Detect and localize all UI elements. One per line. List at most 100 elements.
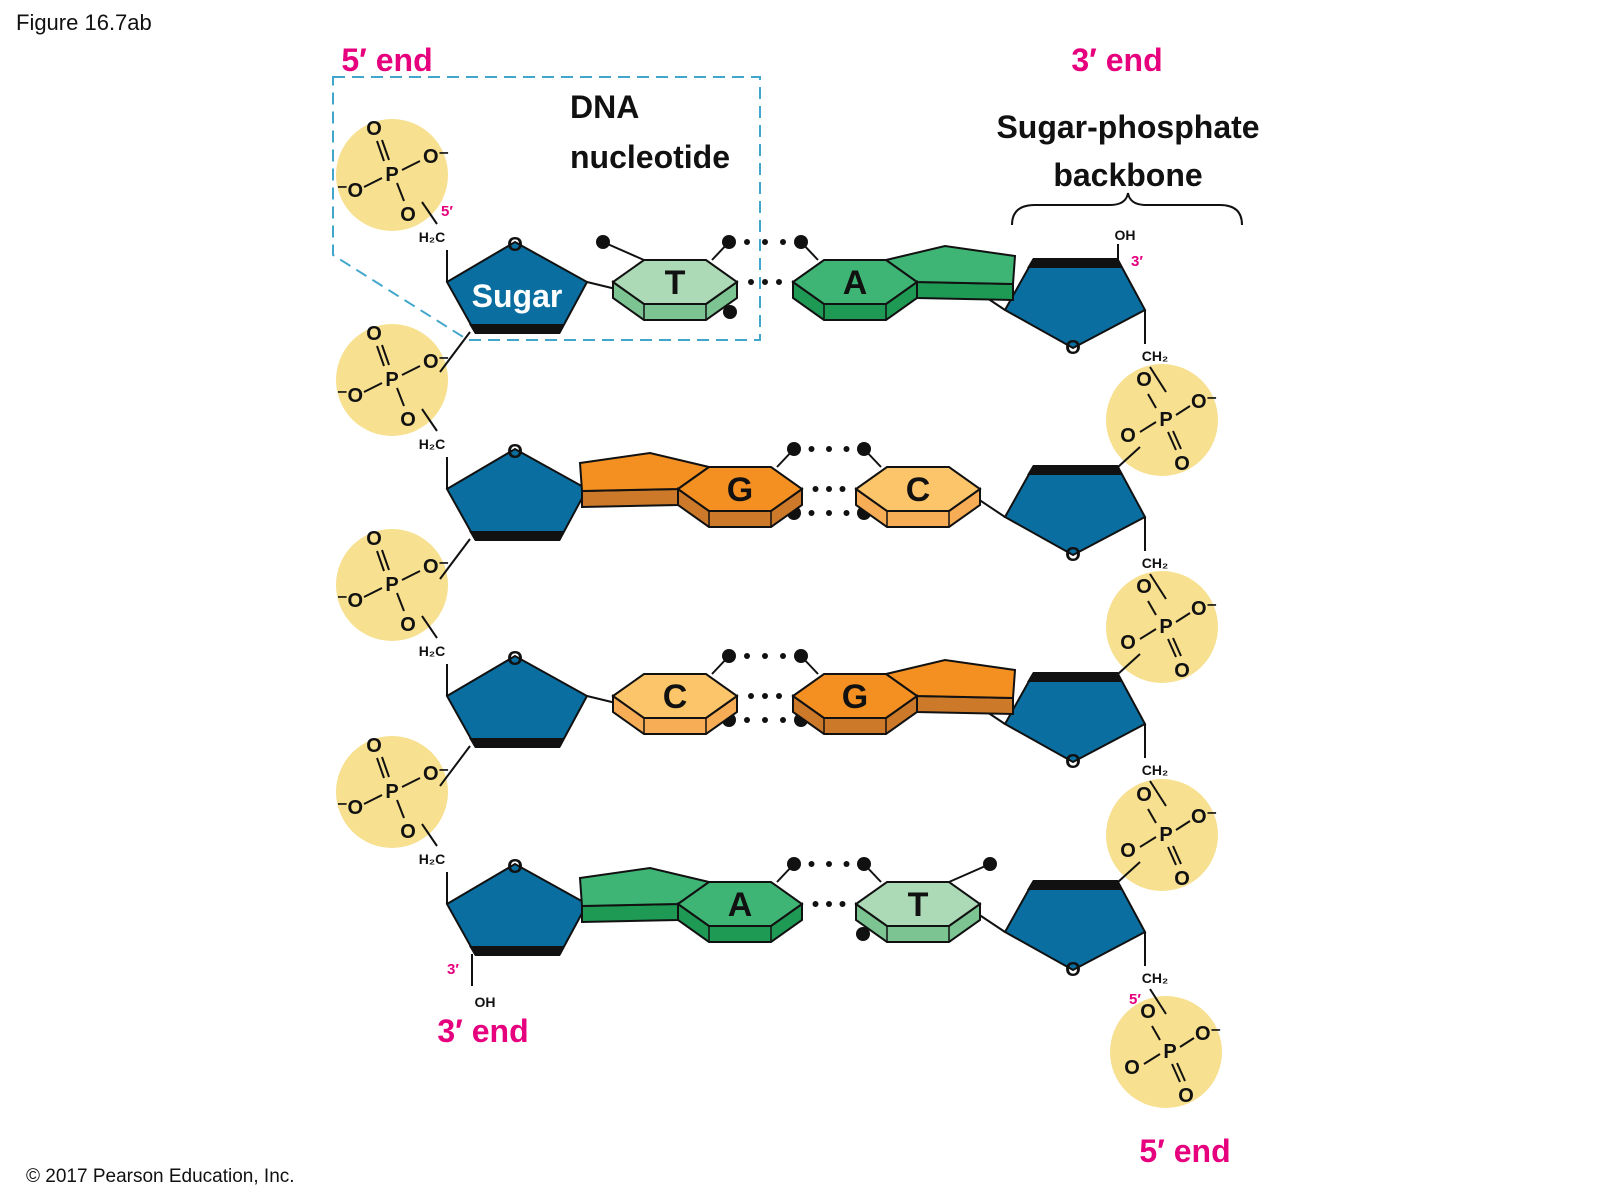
phosphate-oxygen-top: O (1174, 660, 1190, 682)
double-bond (1167, 431, 1177, 451)
phosphate-oxygen-bridge: O (1140, 1001, 1156, 1023)
double-bond (381, 139, 390, 161)
phosphate-oxygen-bridge: O (1120, 632, 1136, 654)
hydrogen-bond-dot (812, 486, 819, 492)
atom-dot (856, 927, 870, 941)
double-bond (1167, 638, 1177, 658)
bond-line (800, 241, 819, 261)
h2c-label: H₂C (419, 229, 445, 245)
bond-line (711, 655, 730, 675)
prime-3-marker: 3′ (1131, 253, 1143, 270)
base-letter: A (728, 886, 753, 924)
phosphate-oxygen-top: O (366, 118, 382, 140)
bond-line (602, 241, 645, 261)
c3-o-bond (439, 331, 471, 373)
hydrogen-bond-dot (744, 717, 750, 723)
ring-oxygen: O (1065, 959, 1081, 981)
phosphate-oxygen-bridge: O (400, 204, 416, 226)
base-letter: G (842, 678, 868, 716)
prime-5-marker: 5′ (1129, 991, 1141, 1008)
hydrogen-bond-dot (762, 239, 768, 245)
double-bond (381, 549, 390, 571)
left-strand-3-prime-end-label: 3′ end (437, 1013, 528, 1049)
phosphate-negative-oxygen: ⁻O (337, 797, 363, 819)
ch2-label: CH₂ (1142, 970, 1168, 986)
hydrogen-bond-dot (808, 446, 815, 452)
bond-line (401, 570, 421, 581)
sugar-right-4: O (1003, 880, 1147, 981)
bond-line (401, 777, 421, 788)
phosphorus-atom: P (385, 574, 398, 596)
sugar-ring (445, 447, 589, 540)
base-left-A-4: A (578, 866, 804, 943)
hydroxyl-3-prime: OH (1115, 227, 1136, 243)
base-letter: T (665, 264, 686, 302)
phosphate-group-left-4: OPO⁻⁻OO (336, 735, 449, 848)
bond-line (1147, 600, 1157, 616)
bond-line (776, 448, 795, 468)
h2c-label: H₂C (419, 643, 445, 659)
phosphate-group-left-1: OPO⁻⁻OO (336, 118, 449, 231)
sugar-ring-edge (469, 738, 565, 748)
bond-line (1143, 1053, 1161, 1065)
double-bond (376, 345, 385, 367)
ring-oxygen: O (1065, 337, 1081, 359)
hydrogen-bond-dot (843, 861, 850, 867)
base-ring-top (676, 466, 804, 512)
hydrogen-bond-dot (839, 901, 846, 907)
hydrogen-bond-dot (808, 861, 815, 867)
phosphate-group-right-1: OPO⁻OO (1106, 364, 1218, 476)
phosphate-oxygen-top: O (1174, 868, 1190, 890)
backbone-title-line2: backbone (1053, 157, 1202, 193)
phosphate-circle (1110, 996, 1222, 1108)
bond-line (863, 448, 882, 468)
phosphate-oxygen-bridge: O (1136, 576, 1152, 598)
sugar-left-3: O (445, 648, 589, 748)
base-ring-top (676, 881, 804, 927)
sugar-ring-edge (469, 324, 565, 334)
phosphate-oxygen-bridge: O (1136, 784, 1152, 806)
c5-o-bond (421, 408, 438, 432)
sugar-ring (445, 654, 589, 747)
c5-o-bond (1149, 988, 1167, 1015)
sugar-ring-edge (1027, 465, 1123, 475)
bond-line (401, 160, 421, 171)
hydrogen-bond-dot (744, 239, 750, 245)
phosphate-negative-oxygen: ⁻O (337, 180, 363, 202)
ring-oxygen: O (507, 441, 523, 463)
phosphorus-atom: P (1159, 409, 1172, 431)
bond-line (1175, 820, 1191, 831)
base-right-T-4: T (854, 881, 982, 943)
h2c-label: H₂C (419, 436, 445, 452)
phosphate-negative-oxygen: O⁻ (1191, 598, 1217, 620)
phosphate-oxygen-top: O (366, 528, 382, 550)
nucleotide-highlight-box (332, 76, 761, 341)
phosphate-circle (336, 324, 448, 436)
hydrogen-bond-dot (826, 446, 832, 452)
prime-3-marker: 3′ (447, 961, 459, 978)
hydrogen-bond-dot (826, 486, 832, 492)
phosphate-group-right-3: OPO⁻OO (1106, 779, 1218, 891)
phosphorus-atom: P (385, 369, 398, 391)
bond-line (396, 387, 405, 407)
base-letter: C (906, 471, 931, 509)
hydrogen-bond-dot (776, 279, 782, 285)
bond-line (800, 655, 819, 675)
phosphate-oxygen-bridge: O (1124, 1057, 1140, 1079)
sugar-right-2: O (1003, 465, 1147, 566)
bond-line (1179, 1037, 1195, 1048)
hydrogen-bond-dot (826, 901, 832, 907)
base-left-G-2: G (578, 451, 804, 528)
phosphorus-atom: P (385, 164, 398, 186)
base-ring-top (791, 259, 919, 305)
phosphate-circle (1106, 571, 1218, 683)
bond-line (948, 863, 991, 883)
hydrogen-bond-dot (780, 717, 786, 723)
hydrogen-bond-dot (780, 239, 786, 245)
phosphate-group-right-2: OPO⁻OO (1106, 571, 1218, 683)
double-bond (1172, 845, 1182, 865)
c3-o-bond (439, 745, 471, 787)
double-bond (1176, 1062, 1186, 1082)
phosphate-negative-oxygen: O⁻ (423, 351, 449, 373)
bond-line (1139, 628, 1157, 640)
